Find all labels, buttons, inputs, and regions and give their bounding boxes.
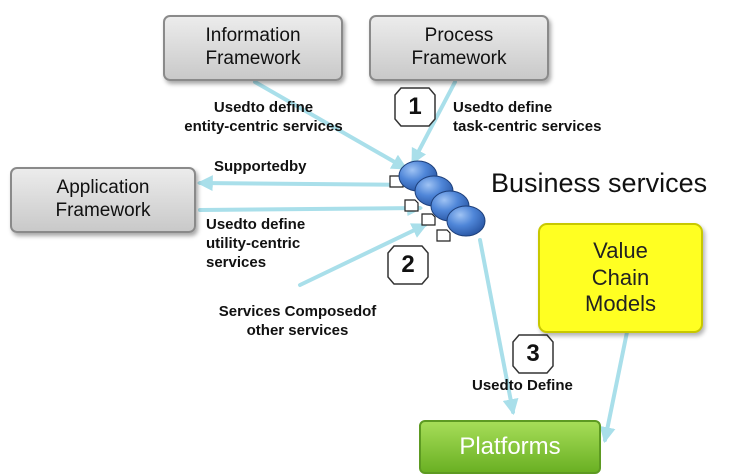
step-3-badge <box>512 334 554 374</box>
composed-services-label: Services Composedof other services <box>218 303 377 339</box>
step-2-badge <box>387 245 429 285</box>
arrow-composed-to-services <box>298 223 428 287</box>
step-1-marker: 1 <box>395 88 435 126</box>
service-node <box>446 205 486 237</box>
platforms-box: Platforms <box>419 420 601 474</box>
step-1-badge <box>394 87 436 127</box>
step-3-number: 3 <box>526 340 540 367</box>
process-framework-box: Process Framework <box>369 15 549 81</box>
business-services-label: Business services <box>491 168 708 198</box>
step-2-number: 2 <box>401 251 415 278</box>
arrow-utility-to-services <box>198 200 424 217</box>
entity-centric-label: Usedto define entity-centric services <box>184 99 343 135</box>
utility-centric-label: Usedto define utility-centric services <box>206 216 306 271</box>
supported-by-label: Supportedby <box>214 158 307 175</box>
arrow-process-to-services <box>411 80 457 165</box>
service-connectors <box>389 175 451 242</box>
application-framework-box: Application Framework <box>10 167 196 233</box>
business-service-nodes <box>398 160 486 237</box>
step-3-marker: 3 <box>513 335 553 373</box>
step-2-marker: 2 <box>388 246 428 284</box>
arrow-services-to-platforms <box>478 238 519 416</box>
information-framework-box: Information Framework <box>163 15 343 81</box>
task-centric-label: Usedto define task-centric services <box>453 99 602 135</box>
arrow-services-to-application <box>196 175 422 192</box>
step-1-number: 1 <box>408 93 422 120</box>
arrow-valuechain-to-platforms <box>599 330 629 444</box>
arrow-information-to-services <box>253 80 408 170</box>
value-chain-models-box: Value Chain Models <box>538 223 703 333</box>
used-to-define-label: Usedto Define <box>472 377 573 394</box>
